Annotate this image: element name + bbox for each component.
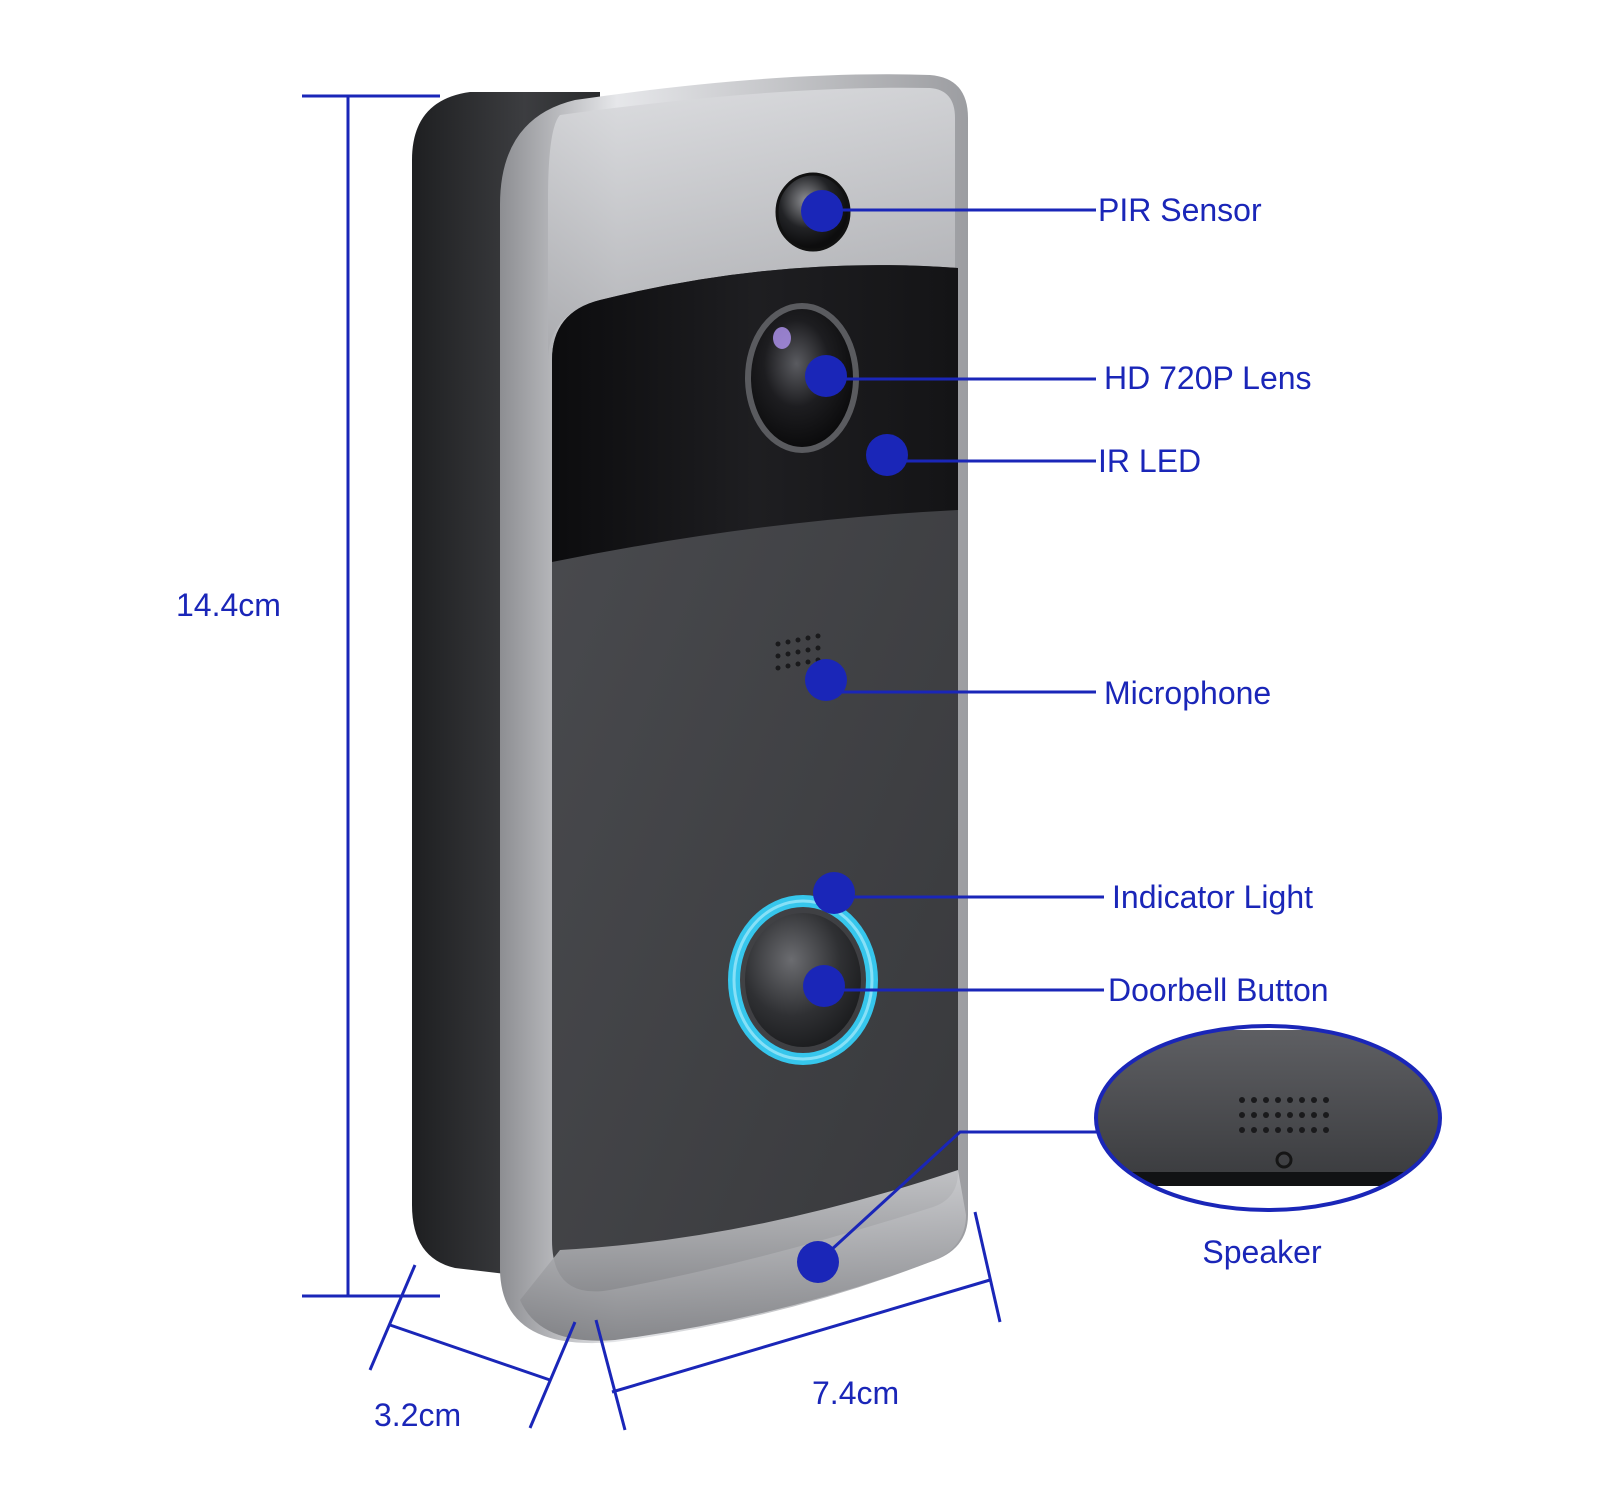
doorbell-device: [412, 74, 968, 1343]
label-doorbell-button: Doorbell Button: [1108, 972, 1329, 1008]
dot-lens: [805, 355, 847, 397]
dot-microphone: [805, 659, 847, 701]
dot-speaker: [797, 1241, 839, 1283]
label-pir-sensor: PIR Sensor: [1098, 192, 1262, 228]
dot-doorbell-button: [803, 965, 845, 1007]
label-speaker: Speaker: [1202, 1234, 1322, 1270]
depth-label: 3.2cm: [374, 1397, 461, 1433]
label-ir-led: IR LED: [1098, 443, 1201, 479]
width-label: 7.4cm: [812, 1375, 899, 1411]
label-lens: HD 720P Lens: [1104, 360, 1312, 396]
depth-dimension-line: [390, 1325, 550, 1380]
height-label: 14.4cm: [176, 587, 281, 623]
dot-pir-sensor: [801, 190, 843, 232]
dot-indicator-light: [813, 872, 855, 914]
label-indicator-light: Indicator Light: [1112, 879, 1313, 915]
width-tick-right: [975, 1212, 1000, 1322]
lens-glint: [773, 327, 791, 349]
label-microphone: Microphone: [1104, 675, 1271, 711]
speaker-inset: [1090, 1020, 1450, 1220]
dot-ir-led: [866, 434, 908, 476]
depth-tick-left: [370, 1265, 415, 1370]
